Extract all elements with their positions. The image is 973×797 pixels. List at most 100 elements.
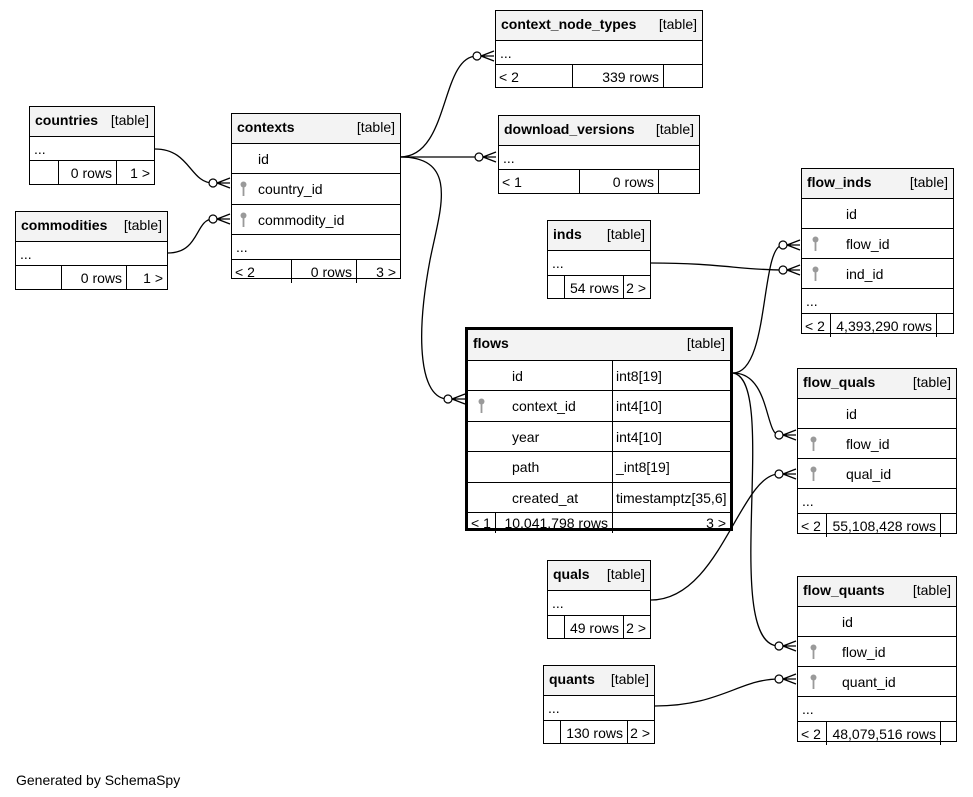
column-row[interactable]: flow_id xyxy=(802,229,953,259)
table-header: inds [table] xyxy=(548,221,650,251)
table-type: [table] xyxy=(606,226,645,242)
table-name[interactable]: inds xyxy=(553,226,582,242)
table-flow-quals[interactable]: flow_quals [table] id flow_id qual_id ..… xyxy=(797,368,957,537)
table-footer: < 1 0 rows xyxy=(499,170,699,194)
children-link[interactable]: 2 > xyxy=(623,276,650,299)
column-type: int8[19] xyxy=(612,361,730,390)
table-download-versions[interactable]: download_versions [table] ... < 1 0 rows xyxy=(498,115,700,194)
column-name: qual_id xyxy=(846,465,892,482)
table-footer: 0 rows 1 > xyxy=(16,266,167,290)
column-row[interactable]: id xyxy=(798,399,956,429)
columns-ellipsis: ... xyxy=(544,696,654,721)
footer-right xyxy=(658,170,699,194)
row-count: 0 rows xyxy=(291,260,356,283)
column-name: country_id xyxy=(258,181,323,197)
table-name[interactable]: flows xyxy=(473,335,509,351)
column-name: commodity_id xyxy=(258,211,345,228)
table-commodities[interactable]: commodities [table] ... 0 rows 1 > xyxy=(15,211,168,290)
table-name[interactable]: context_node_types xyxy=(501,16,637,32)
table-type: [table] xyxy=(909,174,948,190)
column-row[interactable]: id xyxy=(802,199,953,229)
column-row[interactable]: quant_id xyxy=(798,667,956,697)
generated-by-label: Generated by SchemaSpy xyxy=(16,772,181,788)
ellipsis: ... xyxy=(20,245,32,262)
column-row[interactable]: path_int8[19] xyxy=(468,452,730,483)
column-row[interactable]: flow_id xyxy=(798,637,956,667)
table-footer: 0 rows 1 > xyxy=(30,161,154,185)
row-count: 339 rows xyxy=(572,65,663,88)
column-name: id xyxy=(258,150,269,167)
table-flow-quants[interactable]: flow_quants [table] id flow_id quant_id … xyxy=(797,576,957,745)
table-name[interactable]: flow_quants xyxy=(803,582,885,598)
table-context-node-types[interactable]: context_node_types [table] ... < 2 339 r… xyxy=(495,10,703,88)
table-contexts[interactable]: contexts [table] id country_id commodity… xyxy=(231,113,401,283)
table-type: [table] xyxy=(686,335,725,351)
link-flows-flow-inds xyxy=(732,244,784,374)
table-footer: < 2 339 rows xyxy=(496,65,702,88)
column-row[interactable]: id xyxy=(798,607,956,637)
column-row[interactable]: ind_id xyxy=(802,259,953,289)
children-link[interactable]: 3 > xyxy=(612,513,730,533)
children-link[interactable]: 2 > xyxy=(627,721,654,744)
column-name: path xyxy=(512,459,540,475)
table-flow-inds[interactable]: flow_inds [table] id flow_id ind_id ... … xyxy=(801,168,954,337)
children-link[interactable]: 2 > xyxy=(623,616,650,639)
key-icon xyxy=(798,436,842,452)
table-quants[interactable]: quants [table] ... 130 rows 2 > xyxy=(543,665,655,744)
link-countries-contexts xyxy=(154,148,214,184)
table-type: [table] xyxy=(912,582,951,598)
table-inds[interactable]: inds [table] ... 54 rows 2 > xyxy=(547,220,651,299)
columns-ellipsis: ... xyxy=(16,242,167,266)
ellipsis: ... xyxy=(503,149,515,166)
children-link[interactable]: 1 > xyxy=(116,161,154,185)
children-link[interactable]: 1 > xyxy=(126,266,167,290)
table-name[interactable]: commodities xyxy=(21,217,108,233)
table-name[interactable]: quants xyxy=(549,671,595,687)
parents-link[interactable]: < 1 xyxy=(471,515,491,531)
children-link[interactable]: 3 > xyxy=(356,260,400,283)
table-name[interactable]: flow_inds xyxy=(807,174,872,190)
key-icon xyxy=(802,266,842,282)
footer-right xyxy=(940,722,956,745)
column-row[interactable]: id xyxy=(232,144,400,174)
parents-link[interactable]: < 2 xyxy=(801,725,821,742)
parents-link[interactable]: < 2 xyxy=(805,317,825,334)
key-icon xyxy=(232,181,254,197)
table-countries[interactable]: countries [table] ... 0 rows 1 > xyxy=(29,106,155,185)
table-footer: < 2 48,079,516 rows xyxy=(798,722,956,745)
row-count: 0 rows xyxy=(61,266,126,290)
ellipsis: ... xyxy=(34,140,46,157)
key-icon xyxy=(798,674,838,690)
link-contexts-context-node-types xyxy=(399,55,478,158)
parents-link[interactable]: < 2 xyxy=(499,68,519,85)
table-name[interactable]: download_versions xyxy=(504,121,635,137)
column-row[interactable]: flow_id xyxy=(798,429,956,459)
parents-link[interactable]: < 2 xyxy=(235,263,255,280)
parents-link[interactable]: < 1 xyxy=(502,174,522,190)
column-row[interactable]: commodity_id xyxy=(232,205,400,235)
table-quals[interactable]: quals [table] ... 49 rows 2 > xyxy=(547,560,651,639)
table-type: [table] xyxy=(356,119,395,135)
table-type: [table] xyxy=(655,121,694,137)
row-count: 130 rows xyxy=(560,721,627,744)
link-flows-flow-quals xyxy=(732,372,780,436)
table-name[interactable]: quals xyxy=(553,566,590,582)
table-name[interactable]: countries xyxy=(35,112,99,128)
parents-link[interactable]: < 2 xyxy=(801,517,821,534)
table-name[interactable]: flow_quals xyxy=(803,374,876,390)
footer-right xyxy=(940,514,956,537)
footer-left xyxy=(30,161,58,185)
link-commodities-contexts xyxy=(167,218,214,254)
columns-ellipsis: ... xyxy=(30,137,154,161)
column-row[interactable]: country_id xyxy=(232,174,400,205)
ellipsis: ... xyxy=(236,239,248,255)
column-row[interactable]: qual_id xyxy=(798,459,956,489)
footer-right xyxy=(663,65,702,88)
table-name[interactable]: contexts xyxy=(237,119,295,135)
columns-ellipsis: ... xyxy=(232,235,400,260)
